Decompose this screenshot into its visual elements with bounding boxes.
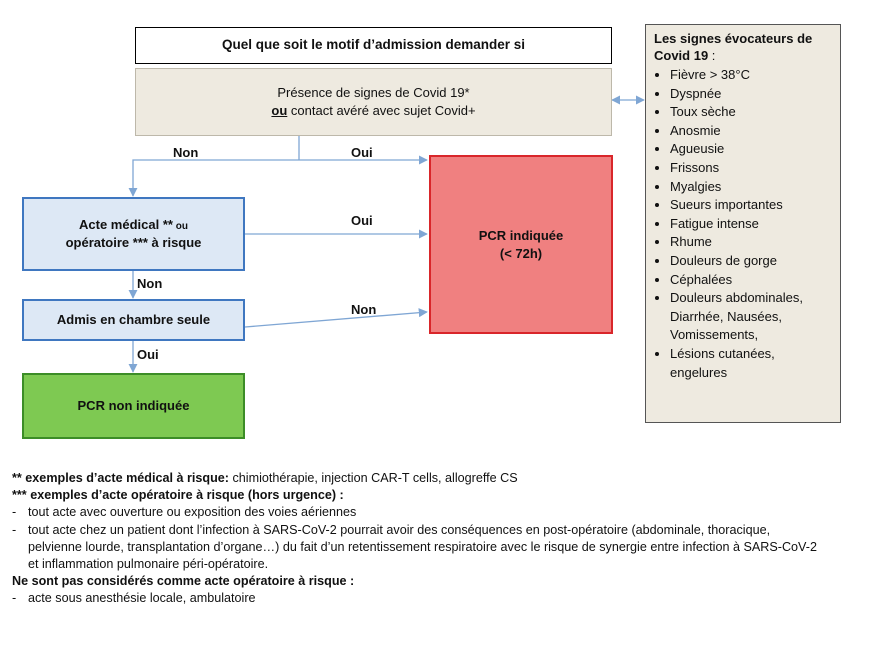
pcr-line1: PCR indiquée (478, 227, 564, 243)
sign-item: Dyspnée (670, 85, 834, 104)
signs-title-text: Les signes évocateurs de Covid 19 (654, 31, 813, 63)
note-non-risque: Ne sont pas considérés comme acte opérat… (12, 574, 355, 589)
label-oui-acte: Oui (351, 213, 373, 228)
signs-list: Fièvre > 38°C Dyspnée Toux sèche Anosmie… (654, 66, 834, 382)
sign-item: Frissons (670, 159, 834, 178)
note-dash-text: tout acte chez un patient dont l’infecti… (28, 522, 817, 572)
sign-item: Céphalées (670, 271, 834, 290)
label-oui-admis: Oui (137, 347, 159, 362)
sign-item: Lésions cutanées, engelures (670, 345, 834, 382)
acte-line1: Acte médical ** ou (66, 216, 202, 234)
sign-item: Fièvre > 38°C (670, 66, 834, 85)
dash-mark: - (12, 522, 17, 537)
acte-box: Acte médical ** ou opératoire *** à risq… (22, 197, 245, 271)
admis-box: Admis en chambre seule (22, 299, 245, 341)
acte-line1-main: Acte médical ** (79, 217, 173, 233)
label-non-admis: Non (351, 302, 377, 317)
signs-panel: Les signes évocateurs de Covid 19 : Fièv… (645, 24, 841, 423)
note-medical-bold: ** exemples d’acte médical à risque: (12, 471, 229, 485)
note-dash-item: -tout acte chez un patient dont l’infect… (12, 522, 872, 574)
signs-title: Les signes évocateurs de Covid 19 : (654, 30, 834, 64)
dash-mark: - (12, 591, 17, 606)
sign-item: Sueurs importantes (670, 196, 834, 215)
sign-item: Agueusie (670, 140, 834, 159)
acte-line2: opératoire *** à risque (65, 235, 202, 250)
arrow-non-to-acte (128, 159, 299, 197)
sign-item: Myalgies (670, 178, 834, 197)
sign-item: Douleurs de gorge (670, 252, 834, 271)
presence-box: Présence de signes de Covid 19* ou conta… (135, 68, 612, 136)
sign-item: Anosmie (670, 122, 834, 141)
label-oui-top: Oui (351, 145, 373, 160)
signs-title-suffix: : (708, 48, 716, 63)
presence-line2-rest: contact avéré avec sujet Covid+ (287, 103, 476, 118)
note-dash-item: -tout acte avec ouverture ou exposition … (12, 504, 872, 521)
pcr-non-box: PCR non indiquée (22, 373, 245, 439)
presence-ou: ou (271, 103, 288, 118)
sign-item: Fatigue intense (670, 215, 834, 234)
label-non-acte: Non (137, 276, 163, 291)
note-medical-rest: chimiothérapie, injection CAR-T cells, a… (229, 471, 518, 485)
top-question-box: Quel que soit le motif d’admission deman… (135, 27, 612, 64)
sign-item: Rhume (670, 233, 834, 252)
note-operatoire: *** exemples d’acte opératoire à risque … (12, 488, 344, 503)
footnotes: ** exemples d’acte médical à risque: chi… (12, 470, 872, 608)
sign-item: Douleurs abdominales, Diarrhée, Nausées,… (670, 289, 834, 345)
presence-line1: Présence de signes de Covid 19* (277, 85, 470, 101)
top-question-text: Quel que soit le motif d’admission deman… (221, 37, 526, 53)
presence-line2: ou contact avéré avec sujet Covid+ (271, 102, 475, 120)
pcr-indiquee-box: PCR indiquée (< 72h) (429, 155, 613, 334)
note-dash-item: -acte sous anesthésie locale, ambulatoir… (12, 590, 872, 607)
dash-mark: - (12, 505, 17, 520)
note-medical: ** exemples d’acte médical à risque: chi… (12, 470, 872, 487)
admis-text: Admis en chambre seule (56, 312, 211, 328)
pcr-line2: (< 72h) (499, 245, 543, 261)
note-dash-text: acte sous anesthésie locale, ambulatoire (28, 591, 256, 606)
acte-line1-small: ou (172, 221, 188, 233)
arrow-admis-non-to-pcr (244, 308, 428, 328)
sign-item: Toux sèche (670, 103, 834, 122)
pcr-non-text: PCR non indiquée (77, 398, 190, 414)
connector-arrows (128, 95, 645, 373)
label-non-top: Non (173, 145, 199, 160)
note-dash-text: tout acte avec ouverture ou exposition d… (28, 505, 357, 520)
